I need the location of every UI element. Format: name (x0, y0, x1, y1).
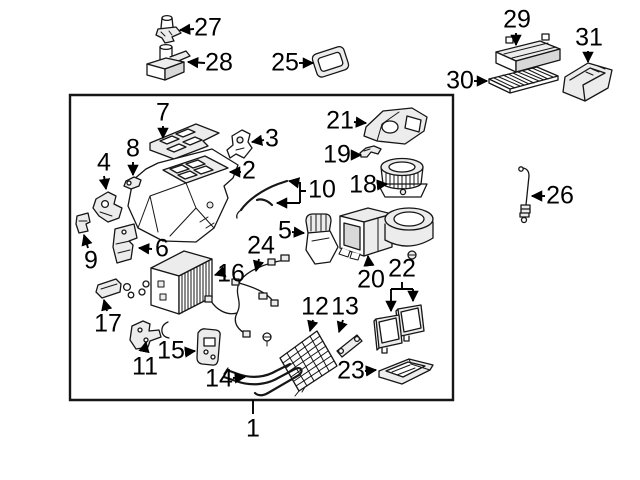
callout-9: 9 (84, 246, 98, 275)
callout-3: 3 (265, 124, 279, 153)
part-19-clip-drawing (360, 146, 381, 157)
callout-8: 8 (126, 134, 140, 163)
main-assembly-box (70, 95, 453, 400)
part-28-sensor-drawing (147, 45, 190, 80)
part-7-vent-grille-drawing (150, 124, 219, 159)
part-17-valve-drawing (96, 279, 134, 298)
callout-6: 6 (155, 234, 169, 263)
part-9-clip-drawing (76, 213, 90, 233)
part-16-evaporator-drawing (139, 251, 212, 314)
part-25-seal-drawing (311, 45, 350, 78)
callout-20: 20 (357, 265, 385, 294)
part-10-control-rods-drawing (237, 181, 287, 218)
part-13-strap-drawing (337, 335, 362, 357)
part-27-sensor-drawing (156, 16, 181, 43)
callout-22: 22 (388, 254, 416, 283)
callout-1: 1 (246, 414, 260, 443)
part-8-clip-drawing (124, 177, 141, 189)
callout-25: 25 (271, 48, 299, 77)
callout-31: 31 (575, 23, 603, 52)
callout-13: 13 (331, 292, 359, 321)
part-22-filters-drawing (374, 305, 424, 353)
part-30-filter-drawing (489, 67, 558, 93)
part-6-bracket-drawing (113, 224, 137, 263)
callout-16: 16 (217, 259, 245, 288)
callout-19: 19 (323, 140, 351, 169)
callout-4: 4 (97, 148, 111, 177)
part-4-actuator-drawing (93, 192, 122, 222)
part-26-temp-sensor-drawing (519, 167, 530, 223)
callout-14: 14 (205, 364, 233, 393)
callout-11: 11 (132, 352, 158, 381)
callout-24: 24 (247, 231, 275, 260)
part-2-hvac-housing-drawing (128, 149, 238, 242)
part-18-blower-motor-drawing (378, 159, 427, 198)
part-20-rear-housing-drawing (339, 208, 433, 260)
part-12-heater-core-drawing (280, 331, 337, 396)
callout-18: 18 (349, 170, 377, 199)
callout-28: 28 (205, 48, 233, 77)
callout-30: 30 (446, 66, 474, 95)
part-24-wiring-harness-drawing (205, 255, 289, 346)
callout-10: 10 (308, 175, 336, 204)
callout-leader-arrows (81, 23, 594, 384)
callout-23: 23 (337, 356, 365, 385)
callout-12: 12 (301, 292, 329, 321)
callout-17: 17 (94, 309, 122, 338)
part-5-duct-drawing (306, 214, 338, 264)
part-15-panel-drawing (197, 329, 220, 365)
callout-5: 5 (278, 216, 292, 245)
callout-29: 29 (503, 5, 531, 34)
part-21-duct-housing-drawing (364, 108, 427, 144)
part-29-housing-cover-drawing (496, 34, 560, 72)
callout-15: 15 (157, 336, 185, 365)
callout-26: 26 (546, 181, 574, 210)
callout-27: 27 (194, 13, 222, 42)
callout-7: 7 (156, 98, 170, 127)
callout-21: 21 (326, 106, 354, 135)
part-23-tray-drawing (379, 359, 433, 384)
part-31-housing-drawing (563, 63, 612, 101)
callout-2: 2 (242, 156, 256, 185)
part-3-bracket-drawing (227, 130, 252, 158)
